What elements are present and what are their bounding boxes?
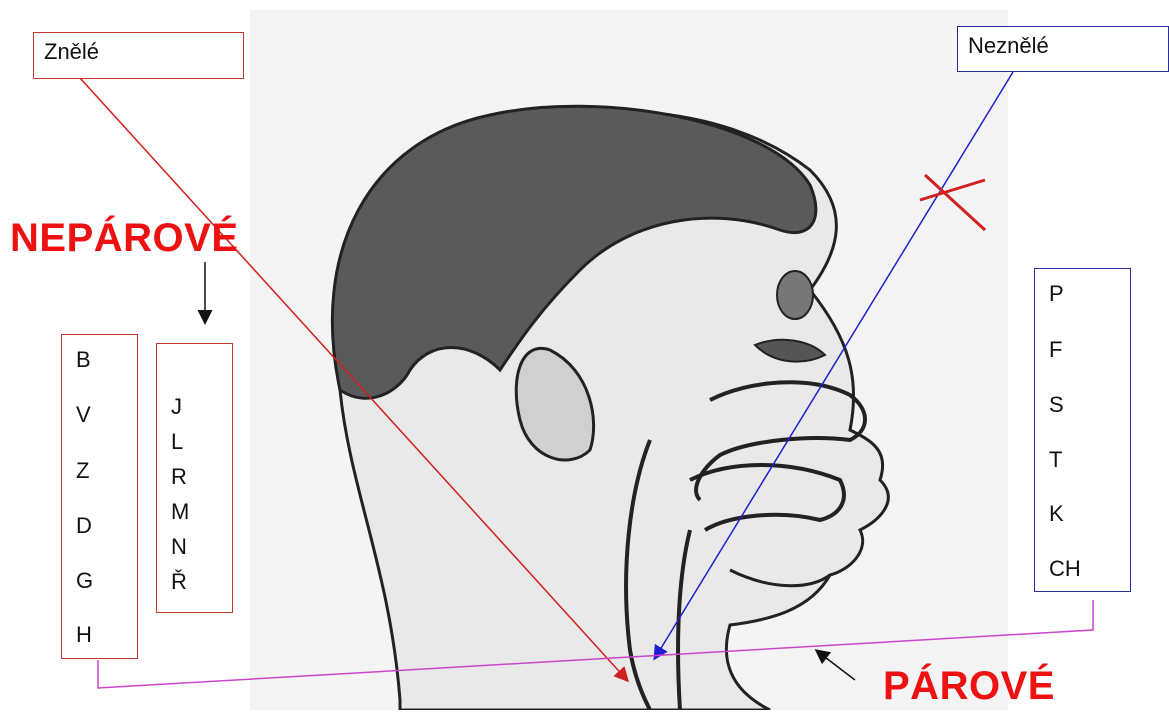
consonant-t: T [1049, 447, 1062, 473]
consonant-l: L [171, 429, 183, 455]
consonant-p: P [1049, 281, 1064, 307]
consonant-j: J [171, 394, 182, 420]
voiced-label: Znělé [44, 39, 99, 64]
paired-heading: PÁROVÉ [883, 664, 1055, 709]
voiceless-label: Neznělé [968, 33, 1049, 58]
paired-arrow [817, 651, 855, 680]
cross-mark-line-2 [920, 180, 985, 200]
consonant-d: D [76, 513, 92, 539]
unpaired-voiced-box: J L R M N Ř [156, 343, 233, 613]
unpaired-heading: NEPÁROVÉ [10, 216, 239, 261]
consonant-h: H [76, 622, 92, 648]
consonant-g: G [76, 568, 93, 594]
voiced-label-box: Znělé [33, 32, 244, 79]
consonant-s: S [1049, 392, 1064, 418]
consonant-k: K [1049, 501, 1064, 527]
consonant-rz: Ř [171, 569, 187, 595]
consonant-f: F [1049, 337, 1062, 363]
consonant-b: B [76, 347, 91, 373]
paired-voiced-box: B V Z D G H [61, 334, 138, 659]
voiceless-arrow [655, 72, 1013, 658]
consonant-v: V [76, 402, 91, 428]
consonant-ch: CH [1049, 556, 1081, 582]
consonant-r: R [171, 464, 187, 490]
consonant-m: M [171, 499, 189, 525]
voiceless-label-box: Neznělé [957, 26, 1169, 72]
paired-voiceless-box: P F S T K CH [1034, 268, 1131, 592]
consonant-z: Z [76, 458, 89, 484]
consonant-n: N [171, 534, 187, 560]
